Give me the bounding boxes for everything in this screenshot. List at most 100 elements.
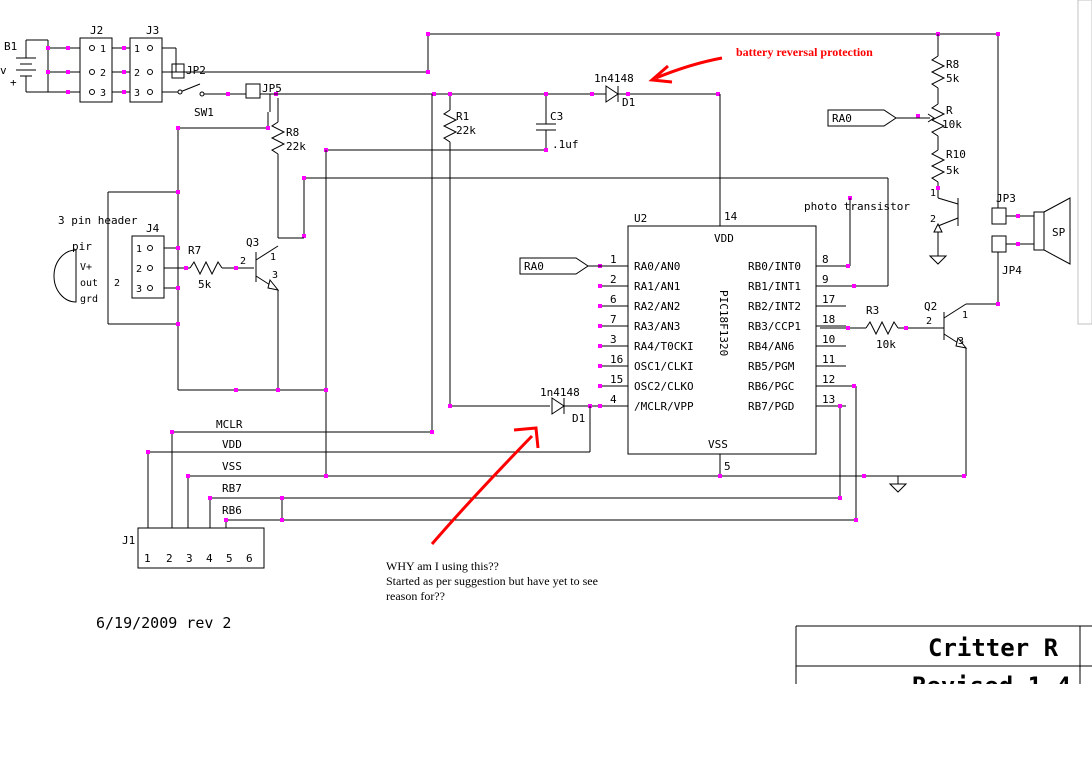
- resistor-r1-22k: R1 22k: [431, 92, 476, 430]
- title-text: Critter R: [928, 634, 1059, 662]
- r7-value: 5k: [198, 278, 212, 291]
- j1-ref: J1: [122, 534, 135, 547]
- u2-vss: VSS: [708, 438, 728, 451]
- b1-ref: B1: [4, 40, 17, 53]
- jp4-box: [991, 235, 1007, 253]
- connector-j2: J2 1 2 3: [79, 24, 113, 103]
- u2-pin-label: OSC2/CLKO: [634, 380, 694, 393]
- r8b-value: 5k: [946, 72, 960, 85]
- jp2-ref: JP2: [186, 64, 206, 77]
- u2-pin-label: RB2/INT2: [748, 300, 801, 313]
- b1-voltage: v: [0, 64, 7, 77]
- title-subtext: Revised 1.4: [912, 672, 1071, 700]
- c3-ref: C3: [550, 110, 563, 123]
- net-mclr: MCLR: [216, 418, 243, 431]
- diode-d1-mclr: 1n4148 D1: [448, 386, 628, 452]
- u2-pin-num: 3: [610, 333, 617, 346]
- annotation-battery-text: battery reversal protection: [736, 45, 873, 59]
- j1-pin-1: 1: [144, 552, 151, 565]
- r3-ref: R3: [866, 304, 879, 317]
- q3-pin-2: 2: [240, 256, 246, 267]
- r3-value: 10k: [876, 338, 896, 351]
- j4-pin-1: 1: [136, 244, 142, 255]
- j1-pin-3: 3: [186, 552, 193, 565]
- r8-ref: R8: [286, 126, 299, 139]
- net-rb6: RB6: [222, 504, 242, 517]
- q2-pin-3: 3: [958, 336, 964, 347]
- why-line-2: Started as per suggestion but have yet t…: [386, 574, 598, 588]
- speaker-section: JP3 JP4 SP: [991, 192, 1071, 304]
- resistor-r8-22k: R8 22k: [176, 98, 306, 390]
- annotation-why: WHY am I using this?? Started as per sug…: [386, 426, 598, 603]
- q3-pin-3: 3: [272, 270, 278, 281]
- pt-pin-2: 2: [930, 214, 936, 225]
- d1b-part: 1n4148: [540, 386, 580, 399]
- r7-ref: R7: [188, 244, 201, 257]
- title-block: Critter R Revised 1.4: [795, 625, 1092, 700]
- jp4-ref: JP4: [1002, 264, 1022, 277]
- q2-pin-1: 1: [962, 310, 968, 321]
- j3-pin-2: 2: [134, 68, 140, 79]
- r1-value: 22k: [456, 124, 476, 137]
- ic-u2: U2 VDD VSS 14 5 PIC18F1320 1RA0/AN02RA1/…: [598, 210, 846, 476]
- j2-ref: J2: [90, 24, 103, 37]
- q2-pin-2: 2: [926, 316, 932, 327]
- u2-pin-num: 7: [610, 313, 617, 326]
- j1-pin-4: 4: [206, 552, 213, 565]
- u2-pin-label: RA3/AN3: [634, 320, 680, 333]
- u2-body: [627, 225, 817, 455]
- j4-pin-3: 3: [136, 284, 142, 295]
- u2-pin-num: 1: [610, 253, 617, 266]
- q3-ref: Q3: [246, 236, 259, 249]
- jp5-ref: JP5: [262, 82, 282, 95]
- j1-pin-6: 6: [246, 552, 253, 565]
- u2-pin-num: 2: [610, 273, 617, 286]
- u2-pin-label: OSC1/CLKI: [634, 360, 694, 373]
- pir-label: pir: [72, 240, 92, 253]
- u2-left-pins: 1RA0/AN02RA1/AN16RA2/AN27RA3/AN33RA4/T0C…: [598, 253, 694, 413]
- u2-pin-label: RB4/AN6: [748, 340, 794, 353]
- q2-ref: Q2: [924, 300, 937, 313]
- r-ref: R: [946, 104, 953, 117]
- jp2-box: [171, 63, 185, 79]
- u2-pin-label: RB1/INT1: [748, 280, 801, 293]
- pt-pin-1: 1: [930, 188, 936, 199]
- u2-pin-label: RA2/AN2: [634, 300, 680, 313]
- r10-value: 5k: [946, 164, 960, 177]
- why-line-3: reason for??: [386, 589, 445, 603]
- date-revision: 6/19/2009 rev 2: [96, 614, 231, 632]
- u2-pin-num: 10: [822, 333, 835, 346]
- u2-pin-num: 8: [822, 253, 829, 266]
- diode-d1-top: 1n4148 D1: [590, 72, 721, 226]
- three-pin-header: 3 pin header: [58, 214, 138, 227]
- u2-pin-num: 13: [822, 393, 835, 406]
- b1-plus: +: [10, 76, 17, 89]
- u2-pin-label: RB5/PGM: [748, 360, 795, 373]
- u2-pin-label: RB0/INT0: [748, 260, 801, 273]
- net-vss: VSS: [222, 460, 242, 473]
- j2-pin-3: 3: [100, 88, 106, 99]
- jp3-ref: JP3: [996, 192, 1016, 205]
- u2-pin-label: RB6/PGC: [748, 380, 794, 393]
- jp5-box: [245, 83, 261, 99]
- scrollbar-fragment[interactable]: [1077, 0, 1092, 325]
- top-rail: [162, 32, 1000, 212]
- r1-ref: R1: [456, 110, 469, 123]
- u2-vdd-num: 14: [724, 210, 738, 223]
- net-vdd: VDD: [222, 438, 242, 451]
- pir-grd: grd: [80, 294, 98, 305]
- d1b-ref: D1: [572, 412, 585, 425]
- ra0-tag-left: RA0: [524, 260, 544, 273]
- r10-ref: R10: [946, 148, 966, 161]
- photo-label: photo transistor: [804, 200, 910, 213]
- resistor-chain-right: R8 5k R 10k R10 5k: [896, 34, 966, 198]
- u2-pin-label: RA0/AN0: [634, 260, 680, 273]
- c3-value: .1uf: [552, 138, 579, 151]
- power-switch-area: JP2 SW1 JP5: [162, 47, 720, 119]
- u2-pin-num: 6: [610, 293, 617, 306]
- d1-part: 1n4148: [594, 72, 634, 85]
- u2-part: PIC18F1320: [717, 290, 730, 356]
- rb-wiring: [302, 176, 889, 520]
- j1-pin-2: 2: [166, 552, 173, 565]
